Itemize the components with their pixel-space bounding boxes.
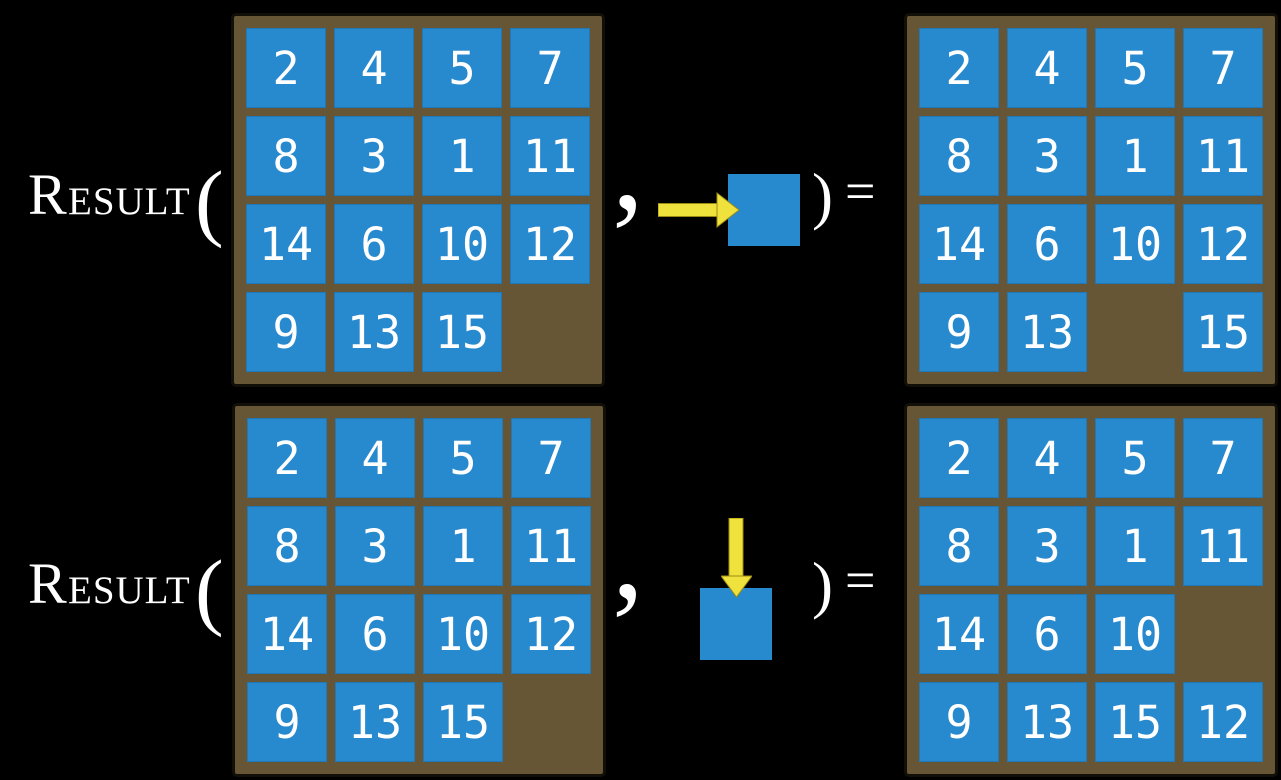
puzzle-tile: 14 bbox=[247, 594, 327, 674]
puzzle-tile: 5 bbox=[1095, 418, 1175, 498]
blank-space bbox=[510, 292, 590, 372]
result-function-label: R ESULT ( bbox=[28, 547, 258, 657]
puzzle-tile: 8 bbox=[919, 116, 999, 196]
equals-sign: = bbox=[845, 161, 876, 221]
puzzle-tile: 10 bbox=[423, 594, 503, 674]
close-paren: ) bbox=[812, 550, 833, 620]
puzzle-tile: 14 bbox=[246, 204, 326, 284]
down-arrow-icon bbox=[721, 518, 752, 598]
puzzle-tile: 7 bbox=[1183, 418, 1263, 498]
equals-sign: = bbox=[845, 550, 876, 610]
result-label-smallcaps: ESULT bbox=[68, 569, 191, 612]
puzzle-tile: 7 bbox=[510, 28, 590, 108]
open-paren: ( bbox=[195, 153, 224, 249]
puzzle-tile: 7 bbox=[511, 418, 591, 498]
puzzle-tile: 13 bbox=[1007, 682, 1087, 762]
puzzle-tile: 14 bbox=[919, 204, 999, 284]
close-paren: ) bbox=[812, 161, 833, 231]
puzzle-tile: 1 bbox=[423, 506, 503, 586]
comma-separator: , bbox=[612, 94, 644, 236]
puzzle-tile: 12 bbox=[1183, 204, 1263, 284]
action-tile-square bbox=[728, 174, 800, 246]
puzzle-tile: 2 bbox=[246, 28, 326, 108]
open-paren: ( bbox=[195, 542, 224, 638]
puzzle-tile: 8 bbox=[919, 506, 999, 586]
puzzle-tile: 12 bbox=[1183, 682, 1263, 762]
result-label-cap: R bbox=[28, 551, 67, 616]
puzzle-tile: 10 bbox=[1095, 204, 1175, 284]
puzzle-tile: 6 bbox=[1007, 204, 1087, 284]
puzzle-tile: 3 bbox=[1007, 116, 1087, 196]
puzzle-tile: 3 bbox=[334, 116, 414, 196]
puzzle-tile: 5 bbox=[423, 418, 503, 498]
blank-space bbox=[1183, 594, 1263, 674]
result-function-label: R ESULT ( bbox=[28, 158, 258, 268]
puzzle-tile: 9 bbox=[246, 292, 326, 372]
puzzle-tile: 8 bbox=[246, 116, 326, 196]
puzzle-tile: 13 bbox=[1007, 292, 1087, 372]
puzzle-tile: 13 bbox=[335, 682, 415, 762]
puzzle-tile: 2 bbox=[247, 418, 327, 498]
puzzle-tile: 6 bbox=[334, 204, 414, 284]
puzzle-tile: 15 bbox=[1183, 292, 1263, 372]
puzzle-tile: 1 bbox=[422, 116, 502, 196]
puzzle-tile: 3 bbox=[335, 506, 415, 586]
puzzle-tile: 10 bbox=[1095, 594, 1175, 674]
puzzle-tile: 6 bbox=[335, 594, 415, 674]
puzzle-tile: 15 bbox=[422, 292, 502, 372]
puzzle-tile: 10 bbox=[422, 204, 502, 284]
puzzle-tile: 14 bbox=[919, 594, 999, 674]
puzzle-tile: 9 bbox=[919, 292, 999, 372]
puzzle-tile: 8 bbox=[247, 506, 327, 586]
blank-space bbox=[511, 682, 591, 762]
puzzle-tile: 9 bbox=[919, 682, 999, 762]
puzzle-tile: 5 bbox=[422, 28, 502, 108]
puzzle-tile: 12 bbox=[511, 594, 591, 674]
right-arrow-icon bbox=[658, 192, 740, 228]
puzzle-tile: 3 bbox=[1007, 506, 1087, 586]
puzzle-tile: 15 bbox=[423, 682, 503, 762]
puzzle-tile: 2 bbox=[919, 28, 999, 108]
puzzle-tile: 12 bbox=[510, 204, 590, 284]
puzzle-tile: 4 bbox=[1007, 418, 1087, 498]
puzzle-tile: 7 bbox=[1183, 28, 1263, 108]
puzzle-tile: 4 bbox=[334, 28, 414, 108]
puzzle-tile: 6 bbox=[1007, 594, 1087, 674]
puzzle-tile: 5 bbox=[1095, 28, 1175, 108]
puzzle-tile: 4 bbox=[1007, 28, 1087, 108]
action-tile-square bbox=[700, 588, 772, 660]
puzzle-tile: 4 bbox=[335, 418, 415, 498]
result-label-cap: R bbox=[28, 162, 67, 227]
puzzle-tile: 11 bbox=[1183, 506, 1263, 586]
puzzle-tile: 1 bbox=[1095, 506, 1175, 586]
blank-space bbox=[1095, 292, 1175, 372]
comma-separator: , bbox=[612, 483, 644, 625]
puzzle-tile: 13 bbox=[334, 292, 414, 372]
result-label-smallcaps: ESULT bbox=[68, 180, 191, 223]
puzzle-tile: 1 bbox=[1095, 116, 1175, 196]
puzzle-tile: 9 bbox=[247, 682, 327, 762]
puzzle-tile: 11 bbox=[1183, 116, 1263, 196]
puzzle-tile: 2 bbox=[919, 418, 999, 498]
puzzle-tile: 11 bbox=[511, 506, 591, 586]
puzzle-tile: 11 bbox=[510, 116, 590, 196]
puzzle-tile: 15 bbox=[1095, 682, 1175, 762]
